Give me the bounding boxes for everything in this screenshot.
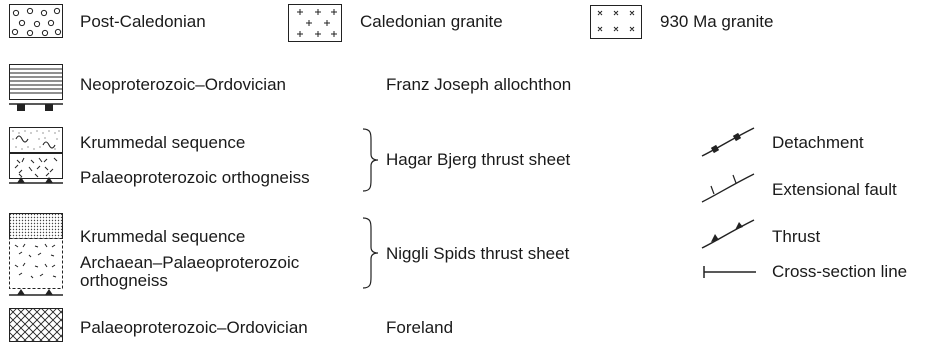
caledonian-granite-swatch bbox=[288, 4, 342, 42]
detachment-symbol-icon bbox=[701, 127, 755, 157]
cross-section-line-icon bbox=[703, 266, 756, 278]
neoproterozoic-label: Neoproterozoic–Ordovician bbox=[80, 75, 286, 94]
thrust-label: Thrust bbox=[772, 227, 821, 246]
caledonian-granite-label: Caledonian granite bbox=[360, 12, 503, 31]
foreland-label: Foreland bbox=[386, 318, 454, 337]
post-caledonian-swatch bbox=[9, 4, 63, 38]
niggli-spids-label: Niggli Spids thrust sheet bbox=[386, 244, 570, 263]
cross-section-label: Cross-section line bbox=[772, 262, 908, 281]
krummedal-1-label: Krummedal sequence bbox=[80, 133, 246, 152]
crosshatch-pattern-icon bbox=[9, 308, 63, 342]
wavy-dots-pattern-icon bbox=[9, 127, 63, 184]
post-caledonian-label: Post-Caledonian bbox=[80, 12, 206, 31]
palaeo-ordovician-label: Palaeoproterozoic–Ordovician bbox=[80, 318, 308, 337]
extensional-fault-label: Extensional fault bbox=[772, 180, 897, 199]
krummedal-1-swatch bbox=[9, 127, 63, 191]
circles-pattern-icon bbox=[9, 4, 63, 38]
granite-930-swatch bbox=[590, 5, 642, 39]
krummedal-2-label: Krummedal sequence bbox=[80, 227, 246, 246]
niggli-brace bbox=[361, 217, 381, 289]
detachment-label: Detachment bbox=[772, 133, 864, 152]
extensional-fault-symbol-icon bbox=[701, 173, 755, 203]
thrust-symbol-icon bbox=[701, 219, 755, 249]
cross-pattern-icon bbox=[590, 5, 642, 39]
archaean-label-line1: Archaean–Palaeoproterozoic bbox=[80, 253, 300, 272]
palaeo-ordovician-swatch bbox=[9, 308, 63, 342]
horizontal-lines-pattern-icon bbox=[9, 64, 63, 111]
thrust-symbol bbox=[700, 218, 756, 250]
neoproterozoic-swatch bbox=[9, 64, 63, 112]
plus-pattern-icon bbox=[288, 4, 342, 42]
detachment-symbol bbox=[700, 126, 756, 158]
krummedal-2-swatch bbox=[9, 213, 63, 303]
granite-930-label: 930 Ma granite bbox=[660, 12, 774, 31]
hagar-bjerg-label: Hagar Bjerg thrust sheet bbox=[386, 150, 571, 169]
hagar-brace bbox=[361, 128, 381, 192]
franz-joseph-label: Franz Joseph allochthon bbox=[386, 75, 572, 94]
palaeo-orthogneiss-label: Palaeoproterozoic orthogneiss bbox=[80, 168, 310, 187]
extensional-fault-symbol bbox=[700, 172, 756, 204]
archaean-label-line2: orthogneiss bbox=[80, 271, 168, 290]
dots-pattern-icon bbox=[9, 213, 63, 296]
cross-section-symbol bbox=[702, 264, 758, 280]
